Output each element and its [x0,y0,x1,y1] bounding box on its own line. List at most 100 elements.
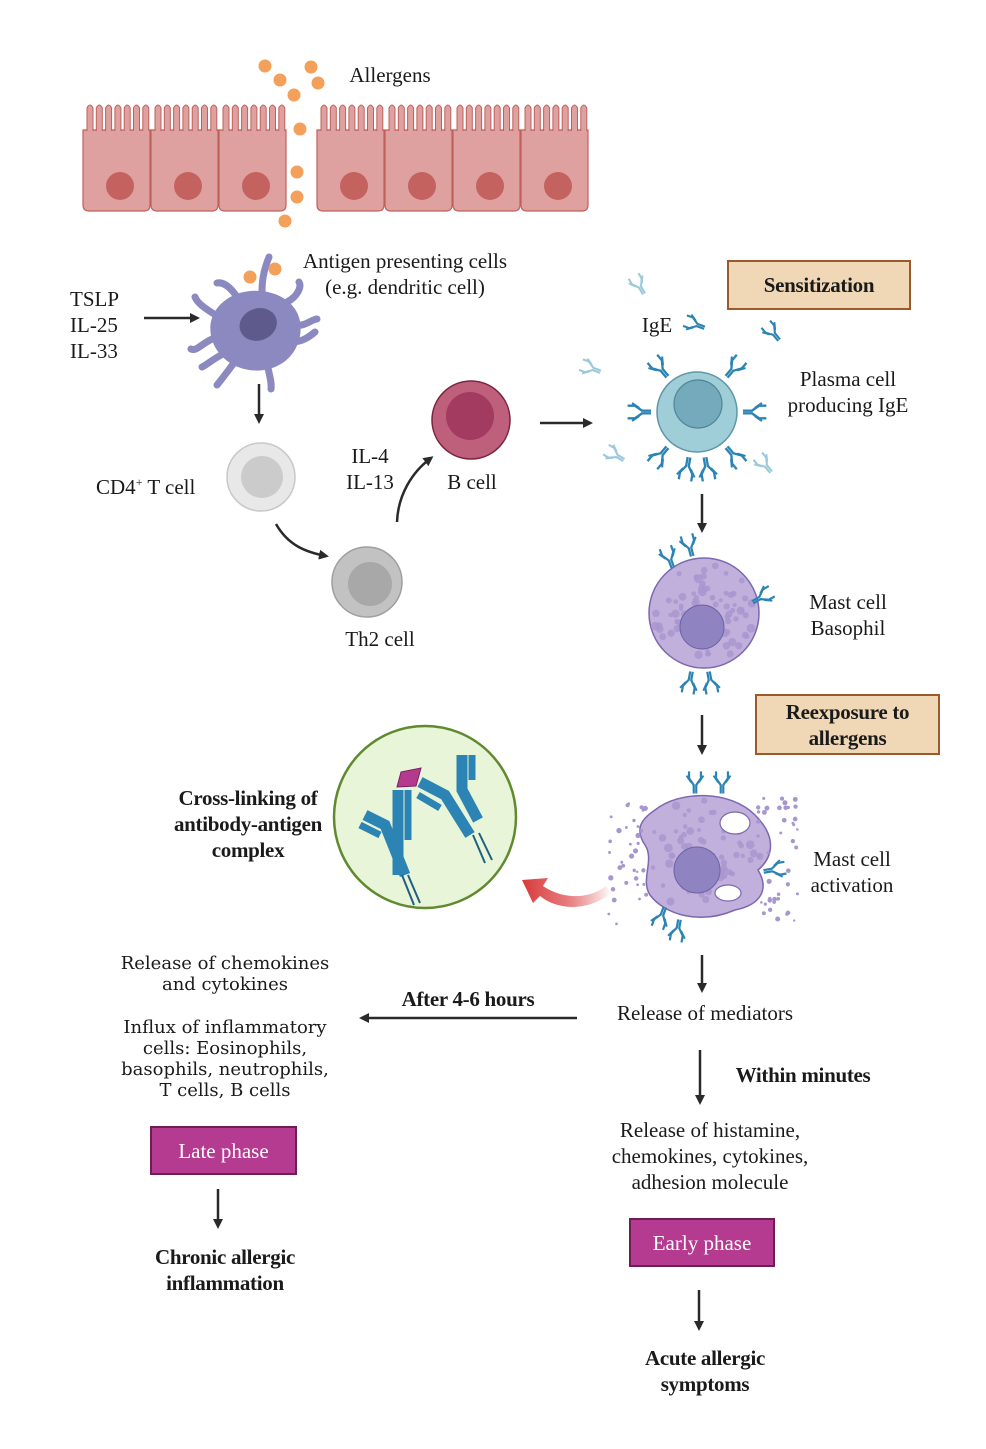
b-cell-icon [431,380,511,460]
released-granule [760,901,763,904]
released-granule [781,817,787,823]
granule [725,610,733,618]
granule [726,650,734,658]
released-granule [639,828,644,833]
th2-cell-label: Th2 cell [345,627,415,651]
released-granule [766,851,770,855]
granule [678,592,687,601]
granule [712,601,719,608]
released-granule [636,825,640,828]
epithelial-nucleus [340,172,368,200]
granule [709,594,716,601]
released-granule [792,919,796,922]
cd4-t-cell-icon [226,442,296,512]
granule [679,606,684,612]
arrow-th2-to-bcell [395,456,434,523]
red-curved-arrow-icon [522,878,612,907]
granule [742,612,749,619]
released-granule [635,870,639,874]
epithelial-nucleus [408,172,436,200]
granule [686,808,691,813]
granule [652,829,657,835]
released-granule [761,911,766,916]
released-granule [628,842,632,846]
granule [740,853,745,859]
ige-antibody-icon [763,859,787,878]
cd4-t-cell-label: CD4+ T cell [96,469,226,500]
sensitization-box: Sensitization [727,260,911,310]
granule [697,584,707,594]
allergen-particle [293,122,307,136]
released-granule [615,922,618,926]
released-granule [627,802,631,806]
released-granule [644,892,649,897]
released-granule [609,815,613,819]
granule [708,810,714,816]
granule [698,816,705,824]
granule [705,651,712,657]
released-granule [632,818,636,823]
granule [723,570,729,576]
released-granule [786,883,789,887]
released-granule [792,816,798,822]
released-granule [786,805,790,810]
granule [673,599,679,605]
released-granule [636,841,640,845]
granule [723,603,730,610]
released-granule [791,821,795,825]
granule [700,838,707,845]
released-granule [611,897,617,903]
released-granule [610,887,616,892]
released-granule [794,845,799,850]
ige-antibody-icon [685,771,705,794]
granule [733,851,740,859]
allergen-particle [290,190,304,204]
epithelial-nucleus [476,172,504,200]
allergen-particle [278,214,292,228]
granule [677,837,685,845]
granule [691,591,697,597]
released-granule [772,896,777,902]
ige-antibodies [578,272,781,482]
granule [747,856,754,864]
early-phase-box: Early phase [629,1218,775,1267]
th2-cell-icon [331,546,403,618]
after-hours-label: After 4-6 hours [401,987,535,1011]
granule [660,883,666,888]
arrow-tcell-to-th2 [274,523,329,560]
released-granule [767,907,773,912]
granule [749,849,758,858]
ige-antibody-icon [658,544,676,569]
released-granule [636,883,640,887]
epithelial-cell [520,104,589,212]
ige-antibody-icon [627,272,646,296]
released-granule [757,854,761,858]
granule [650,865,656,870]
chronic-inflammation-label: Chronic allergic inflammation [154,1245,296,1295]
ige-antibody-icon [724,354,748,379]
released-granule [621,863,626,868]
granule [724,628,731,636]
released-granule [633,876,639,881]
released-granule [756,834,760,838]
vacuole [719,811,751,835]
late-release-label: Release of chemokines and cytokines [120,953,330,995]
released-granule [785,868,791,874]
granule [696,827,702,833]
granule [735,642,743,650]
granule [718,598,723,603]
released-granule [764,805,770,811]
released-granule [638,897,641,901]
ige-antibody-icon [702,671,721,695]
ige-antibody-icon [646,354,670,379]
ige-antibody-icon [627,402,652,422]
released-granule [624,880,629,885]
granule [678,603,684,609]
plasma-cell-label: Plasma cell producing IgE [787,367,909,417]
activated-mast-cell-icon [607,771,799,943]
released-granule [756,810,761,814]
granule [702,896,710,904]
ige-antibody-icon [742,402,767,422]
granule [693,574,703,584]
allergen-particles [258,59,325,228]
